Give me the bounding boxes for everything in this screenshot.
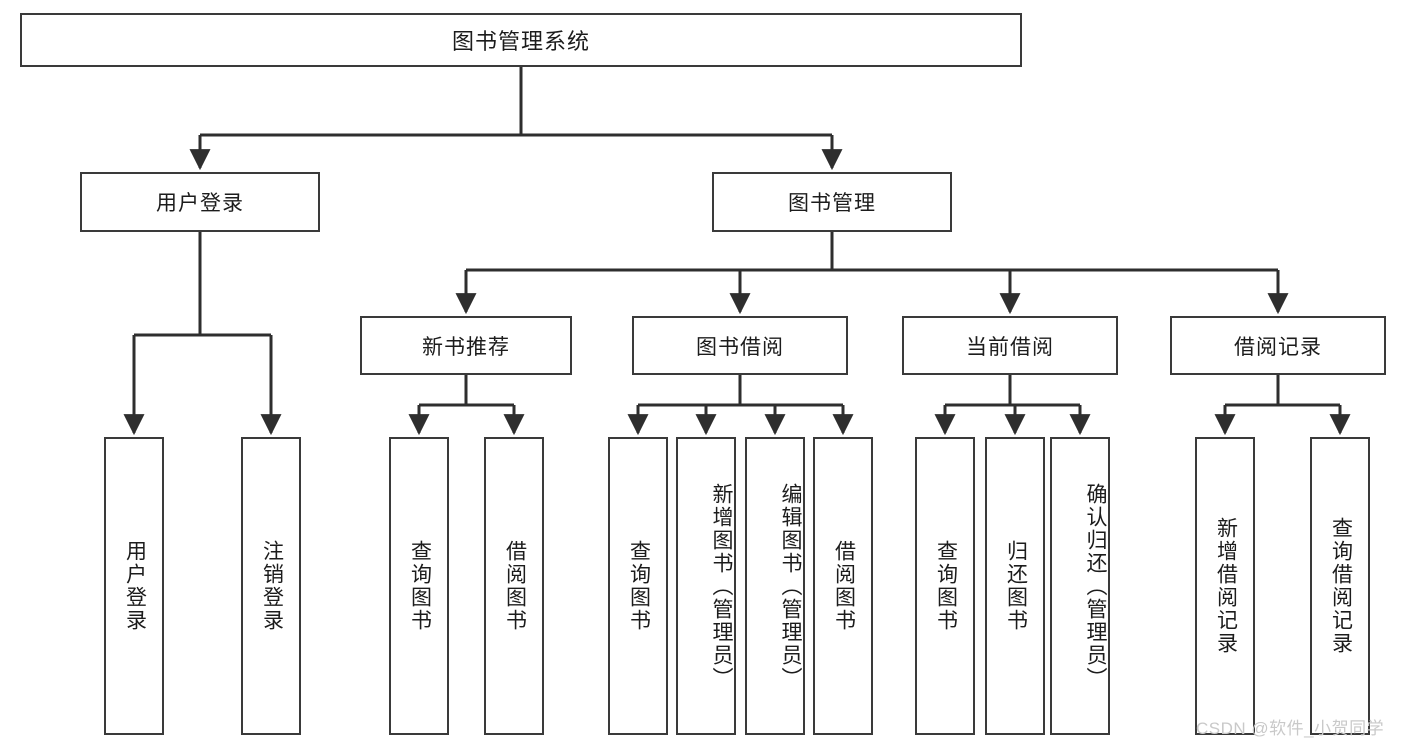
node-borrow-record[interactable]: 借阅记录 [1170, 316, 1386, 375]
node-new-book-recommend[interactable]: 新书推荐 [360, 316, 572, 375]
node-user-login[interactable]: 用户登录 [80, 172, 320, 232]
leaf-add-book-admin[interactable]: 新增图书（管理员） [676, 437, 736, 735]
node-current-borrow[interactable]: 当前借阅 [902, 316, 1118, 375]
leaf-query-book-borrow[interactable]: 查询图书 [608, 437, 668, 735]
leaf-user-logout[interactable]: 注销登录 [241, 437, 301, 735]
leaf-add-borrow-record[interactable]: 新增借阅记录 [1195, 437, 1255, 735]
leaf-return-book[interactable]: 归还图书 [985, 437, 1045, 735]
leaf-query-borrow-record[interactable]: 查询借阅记录 [1310, 437, 1370, 735]
leaf-borrow-book[interactable]: 借阅图书 [813, 437, 873, 735]
leaf-borrow-book-recommend[interactable]: 借阅图书 [484, 437, 544, 735]
leaf-edit-book-admin[interactable]: 编辑图书（管理员） [745, 437, 805, 735]
node-root-system[interactable]: 图书管理系统 [20, 13, 1022, 67]
leaf-query-book-current[interactable]: 查询图书 [915, 437, 975, 735]
node-book-management[interactable]: 图书管理 [712, 172, 952, 232]
csdn-watermark: CSDN @软件_小贺同学 [1196, 719, 1385, 738]
node-book-borrow[interactable]: 图书借阅 [632, 316, 848, 375]
leaf-confirm-return-admin[interactable]: 确认归还（管理员） [1050, 437, 1110, 735]
leaf-query-book-recommend[interactable]: 查询图书 [389, 437, 449, 735]
leaf-user-login[interactable]: 用户登录 [104, 437, 164, 735]
